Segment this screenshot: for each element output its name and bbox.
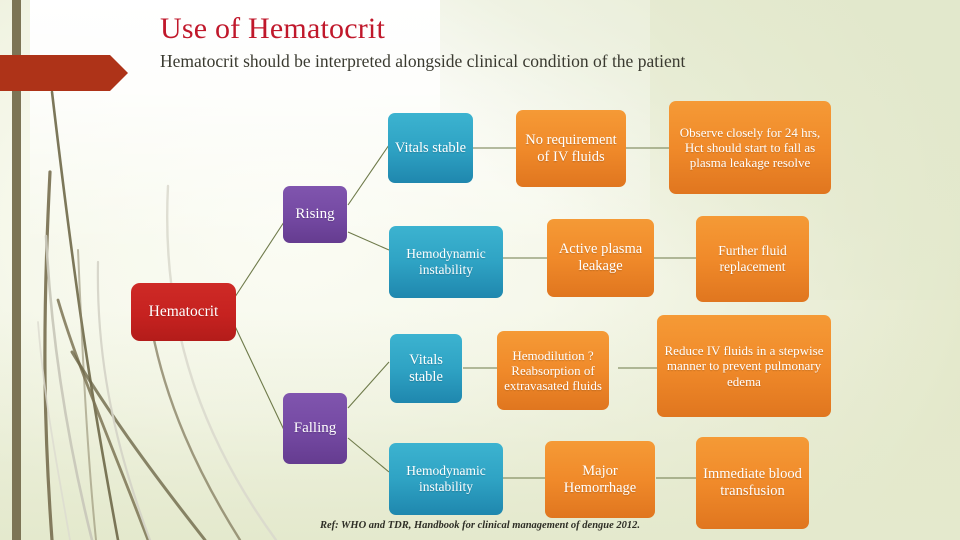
node-finding-row-4[interactable]: Major Hemorrhage (545, 441, 655, 518)
left-accent-bar (12, 0, 21, 540)
node-label: Hemodilution ?Reabsorption of extravasat… (504, 347, 602, 394)
node-label: Immediate blood transfusion (703, 466, 802, 499)
node-action-row-2[interactable]: Further fluid replacement (696, 216, 809, 302)
footer-reference: Ref: WHO and TDR, Handbook for clinical … (319, 520, 641, 531)
node-label: Hematocrit (148, 303, 219, 321)
node-status-row-2[interactable]: Hemodynamic instability (389, 226, 503, 298)
red-arrow-banner-icon (0, 55, 128, 91)
node-label: Vitals stable (409, 351, 443, 385)
node-status-row-3[interactable]: Vitals stable (390, 334, 462, 403)
node-status-row-4[interactable]: Hemodynamic instability (389, 443, 503, 515)
node-finding-row-3[interactable]: Hemodilution ?Reabsorption of extravasat… (497, 331, 609, 410)
node-action-row-3[interactable]: Reduce IV fluids in a stepwise manner to… (657, 315, 831, 417)
node-label: Reduce IV fluids in a stepwise manner to… (664, 343, 824, 389)
node-action-row-4[interactable]: Immediate blood transfusion (696, 437, 809, 529)
node-root-hematocrit[interactable]: Hematocrit (131, 283, 236, 341)
node-status-row-1[interactable]: Vitals stable (388, 113, 473, 183)
node-label: Further fluid replacement (718, 243, 787, 274)
page-subtitle: Hematocrit should be interpreted alongsi… (160, 51, 686, 71)
node-label: Major Hemorrhage (563, 462, 637, 496)
node-label: Vitals stable (394, 139, 467, 156)
page-title: Use of Hematocrit (160, 12, 385, 45)
node-label: Hemodynamic instability (406, 246, 486, 277)
node-action-row-1[interactable]: Observe closely for 24 hrs, Hct should s… (669, 101, 831, 194)
node-finding-row-1[interactable]: No requirement of IV fluids (516, 110, 626, 187)
node-label: Active plasma leakage (558, 241, 643, 274)
node-branch-falling[interactable]: Falling (283, 393, 347, 464)
node-label: No requirement of IV fluids (525, 131, 617, 165)
node-label: Rising (295, 205, 335, 222)
node-label: Falling (293, 419, 337, 436)
node-label: Observe closely for 24 hrs, Hct should s… (679, 124, 821, 171)
node-label: Hemodynamic instability (406, 463, 486, 494)
node-finding-row-2[interactable]: Active plasma leakage (547, 219, 654, 297)
node-branch-rising[interactable]: Rising (283, 186, 347, 243)
